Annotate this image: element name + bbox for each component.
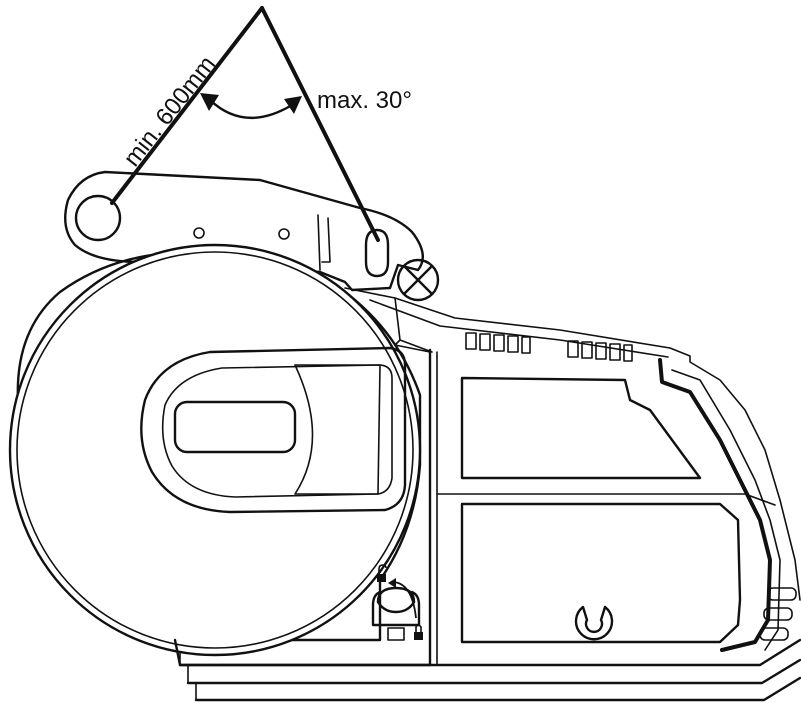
angle-arc: [208, 98, 294, 119]
locked-padlock-icon: [414, 624, 423, 640]
upper-side-panel: [460, 376, 702, 480]
side-button-2: [763, 607, 793, 621]
bracket-fold: [317, 214, 331, 271]
bracket-hole-2: [278, 228, 290, 240]
hanging-eye-hole: [74, 194, 122, 242]
label-window-glass: [294, 364, 381, 495]
angle-arrow-right: [284, 96, 302, 114]
door-edge-inner: [671, 369, 781, 651]
side-button-1: [767, 587, 797, 601]
housing-top-inner: [369, 299, 669, 358]
roll-cover-bottom: [173, 638, 432, 667]
lock-keyhole-base: [387, 627, 405, 641]
max-angle-label: max. 30°: [317, 87, 412, 114]
device-housing: [178, 287, 801, 702]
side-button-3: [759, 627, 789, 641]
rope-length-label: min. 600mm: [118, 51, 221, 172]
screw-cross: [403, 265, 433, 295]
label-window-inner: [161, 364, 393, 498]
bracket-hole-1: [193, 227, 205, 239]
label-slot: [173, 400, 297, 454]
roll-cover-disc: [8, 243, 422, 657]
housing-top-outer: [344, 287, 801, 601]
rope-left: [110, 6, 264, 205]
vent-slots-right: [567, 340, 633, 362]
roll-cover-top-join: [394, 339, 431, 353]
lock-keyhole-top: [376, 586, 416, 604]
roll-cover: [8, 243, 432, 667]
lower-side-panel: [460, 502, 742, 644]
base-line-3: [194, 676, 801, 702]
panel-keyhole: [574, 605, 614, 641]
angle-arrow-left: [200, 93, 219, 111]
vent-slots-left: [465, 332, 531, 354]
lock-keyhole: [371, 590, 421, 627]
label-window-outer: [140, 346, 407, 514]
door-edge-thick: [658, 358, 772, 652]
unlocked-padlock-icon: [377, 564, 387, 582]
roll-cover-disc-inner: [16, 251, 414, 649]
curved-arrow-icon: [388, 578, 417, 619]
bracket-screw: [396, 258, 440, 302]
side-buttons: [759, 587, 797, 641]
housing-front-edge: [394, 297, 433, 353]
suspension-lines: [110, 6, 380, 242]
base-line-2: [186, 658, 801, 685]
rope-right: [260, 6, 380, 242]
